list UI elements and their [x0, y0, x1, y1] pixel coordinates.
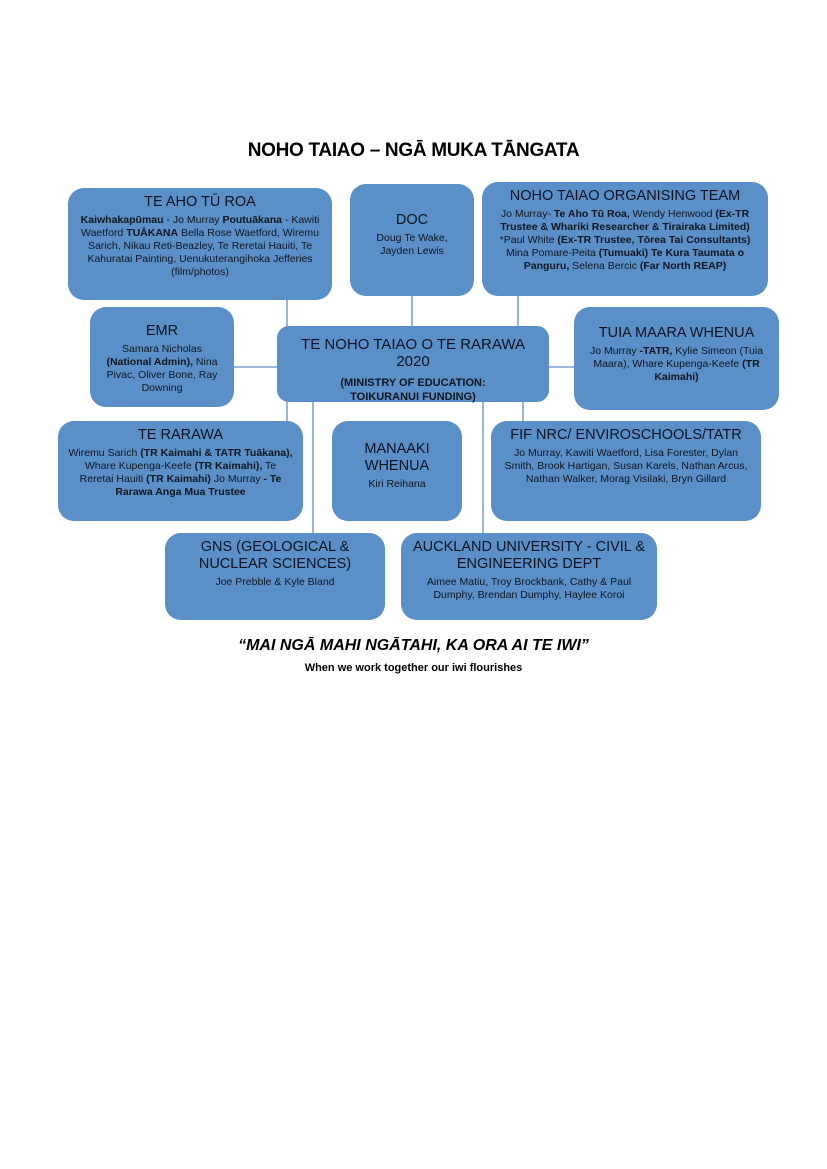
central-programme-box: TE NOHO TAIAO O TE RARAWA 2020 (MINISTRY…: [277, 326, 549, 403]
tuia-maara-whenua-box: TUIA MAARA WHENUA Jo Murray -TATR, Kylie…: [574, 307, 779, 410]
tuia-maara-whenua-heading: TUIA MAARA WHENUA: [598, 325, 755, 341]
manaaki-whenua-members: Kiri Reihana: [368, 478, 426, 490]
fif-enviroschools-members: Jo Murray, Kawiti Waetford, Lisa Foreste…: [504, 447, 748, 485]
doc-heading: DOC: [395, 212, 429, 228]
auckland-university-box: AUCKLAND UNIVERSITY - CIVIL & ENGINEERIN…: [401, 533, 657, 620]
te-aho-tu-roa-heading: TE AHO TŪ ROA: [144, 194, 256, 210]
fif-enviroschools-box: FIF NRC/ ENVIROSCHOOLS/TATR Jo Murray, K…: [491, 421, 761, 521]
doc-box: DOC Doug Te Wake, Jayden Lewis: [350, 184, 474, 296]
te-aho-tu-roa-members: Kaiwhakapūmau - Jo Murray Poutuākana - K…: [80, 214, 320, 278]
te-rarawa-members: Wiremu Sarich (TR Kaimahi & TATR Tuākana…: [68, 447, 293, 498]
central-programme-heading: TE NOHO TAIAO O TE RARAWA 2020: [301, 336, 525, 370]
emr-heading: EMR: [145, 323, 179, 339]
motto-translation: When we work together our iwi flourishes: [304, 662, 523, 674]
te-rarawa-heading: TE RARAWA: [137, 427, 224, 443]
manaaki-whenua-box: MANAAKI WHENUA Kiri Reihana: [332, 421, 462, 521]
emr-box: EMR Samara Nicholas (National Admin), Ni…: [90, 307, 234, 407]
gns-box: GNS (GEOLOGICAL & NUCLEAR SCIENCES) Joe …: [165, 533, 385, 620]
page-title: NOHO TAIAO – NGĀ MUKA TĀNGATA: [247, 140, 580, 161]
organising-team-box: NOHO TAIAO ORGANISING TEAM Jo Murray- Te…: [482, 182, 768, 296]
auckland-university-members: Aimee Matiu, Troy Brockbank, Cathy & Pau…: [426, 576, 632, 601]
emr-members: Samara Nicholas (National Admin), Nina P…: [106, 343, 218, 394]
organising-team-heading: NOHO TAIAO ORGANISING TEAM: [509, 188, 741, 204]
gns-members: Joe Prebble & Kyle Bland: [215, 576, 335, 588]
gns-heading: GNS (GEOLOGICAL & NUCLEAR SCIENCES): [198, 539, 352, 572]
motto: “MAI NGĀ MAHI NGĀTAHI, KA ORA AI TE IWI”: [238, 637, 589, 654]
te-rarawa-box: TE RARAWA Wiremu Sarich (TR Kaimahi & TA…: [58, 421, 303, 521]
fif-enviroschools-heading: FIF NRC/ ENVIROSCHOOLS/TATR: [510, 427, 742, 443]
manaaki-whenua-heading: MANAAKI WHENUA: [364, 441, 430, 474]
te-aho-tu-roa-box: TE AHO TŪ ROA Kaiwhakapūmau - Jo Murray …: [68, 188, 332, 300]
organising-team-members: Jo Murray- Te Aho Tū Roa, Wendy Henwood …: [499, 208, 751, 272]
central-programme-funding: (MINISTRY OF EDUCATION: TOIKURANUI FUNDI…: [340, 377, 486, 403]
auckland-university-heading: AUCKLAND UNIVERSITY - CIVIL & ENGINEERIN…: [412, 539, 646, 572]
tuia-maara-whenua-members: Jo Murray -TATR, Kylie Simeon (Tuia Maar…: [589, 345, 764, 383]
doc-members: Doug Te Wake, Jayden Lewis: [376, 232, 448, 257]
